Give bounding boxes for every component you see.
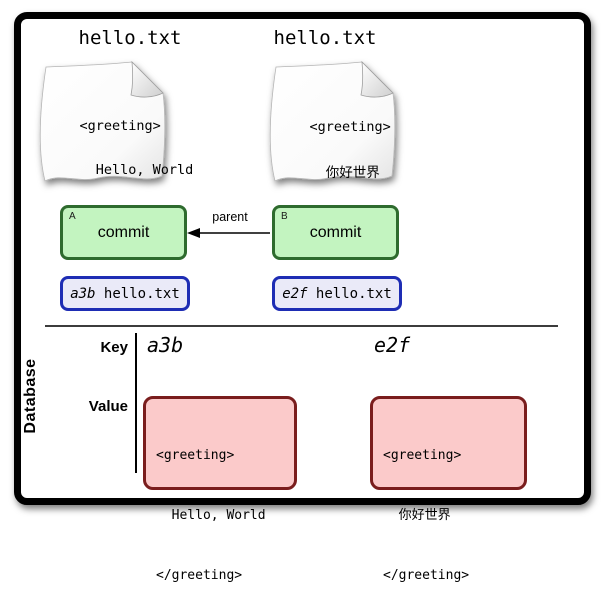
blob-filename: hello.txt — [307, 285, 392, 302]
doc-line: <greeting> — [309, 119, 391, 135]
db-key-e2f: e2f — [374, 333, 411, 357]
blob-ref-a: a3b hello.txt — [60, 276, 190, 311]
arrow-icon — [187, 228, 270, 238]
value-line: 你好世界 — [383, 508, 451, 523]
commit-label: commit — [97, 223, 150, 241]
db-value-e2f: <greeting> 你好世界 </greeting> — [370, 396, 527, 583]
db-key-a3b: a3b — [147, 333, 184, 357]
doc-line: 你好世界 — [309, 165, 380, 181]
key-row-label: Key — [100, 339, 128, 356]
value-line: </greeting> — [156, 568, 243, 583]
value-line: Hello, World — [156, 508, 266, 523]
blob-filename: hello.txt — [95, 285, 180, 302]
value-row-label: Value — [88, 398, 128, 415]
parent-arrow-label: parent — [212, 210, 248, 224]
section-divider — [45, 325, 558, 327]
commit-tag-b: B — [281, 211, 288, 222]
db-value-a3b: <greeting> Hello, World </greeting> — [143, 396, 297, 583]
doc-line: Hello, World — [79, 162, 194, 178]
commit-node-a: A commit — [60, 205, 187, 260]
file-title-left: hello.txt — [78, 27, 182, 49]
key-value-divider — [135, 333, 137, 473]
commit-label: commit — [309, 223, 362, 241]
blob-ref-b: e2f hello.txt — [272, 276, 402, 311]
value-line: <greeting> — [156, 448, 235, 463]
doc-line: <greeting> — [79, 118, 161, 134]
parent-arrow — [187, 226, 272, 240]
database-section-label: Database — [22, 358, 39, 434]
commit-tag-a: A — [69, 211, 76, 222]
value-line: </greeting> — [383, 568, 470, 583]
diagram-canvas: { "files": [ { "title": "hello.txt", "li… — [14, 12, 591, 583]
document-page-icon — [269, 60, 396, 182]
value-line: <greeting> — [383, 448, 462, 463]
document-page-icon — [39, 60, 166, 182]
document-right: <greeting> 你好世界 </greeting> — [262, 55, 412, 227]
blob-hash: a3b — [70, 285, 96, 302]
commit-node-b: B commit — [272, 205, 399, 260]
blob-hash: e2f — [282, 285, 308, 302]
file-title-right: hello.txt — [273, 27, 377, 49]
document-left: <greeting> Hello, World </greeting> — [32, 55, 193, 222]
